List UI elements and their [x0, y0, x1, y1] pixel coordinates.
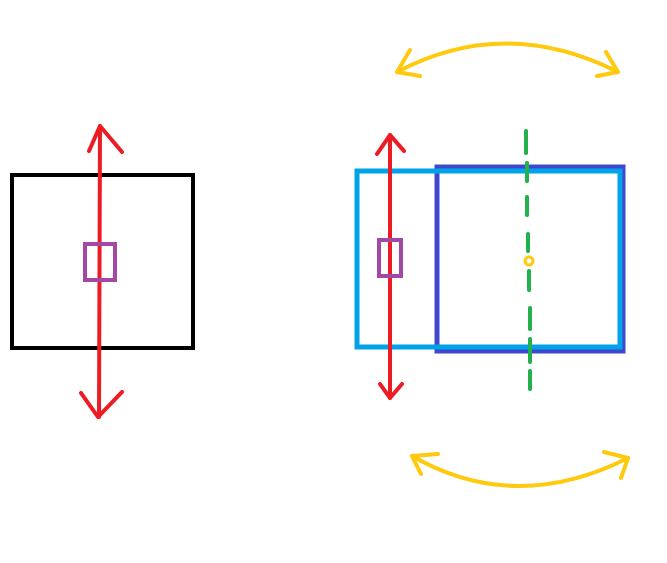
arrowhead-up-icon — [375, 133, 406, 156]
arrowhead-down-icon — [378, 382, 404, 400]
arrowhead-down-icon — [79, 390, 124, 419]
pivot-point-icon — [523, 255, 535, 267]
arrowhead-left-icon — [395, 48, 422, 78]
light-blue-rect — [354, 168, 623, 350]
yellow-curved-arrow-top — [395, 41, 620, 74]
green-dashed-axis — [524, 129, 532, 391]
arrowhead-right-icon — [595, 50, 620, 78]
black-square — [10, 173, 195, 350]
red-vertical-arrow-left-shaft — [97, 124, 102, 419]
yellow-curved-arrow-bottom — [410, 454, 630, 488]
purple-small-rect-left — [83, 242, 117, 282]
arrowhead-left-icon — [410, 452, 440, 476]
arrowhead-up-icon — [87, 124, 124, 154]
purple-small-rect-right — [377, 238, 403, 278]
arrowhead-right-icon — [602, 450, 630, 480]
